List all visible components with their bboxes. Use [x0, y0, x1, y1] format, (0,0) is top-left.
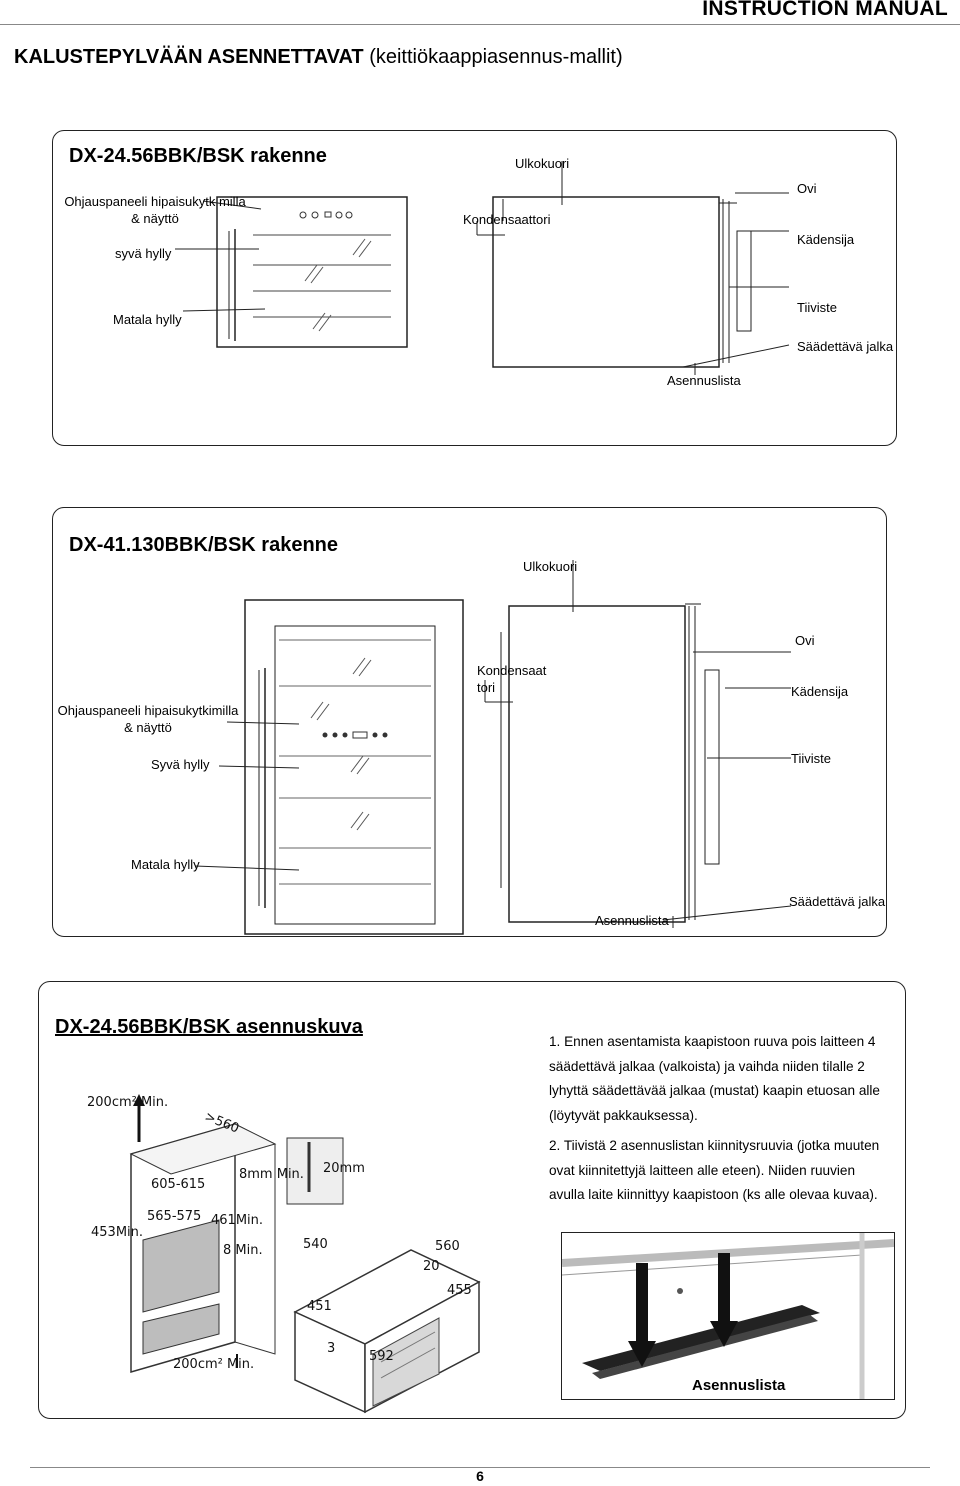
outer-shell-label: Ulkokuori: [523, 559, 578, 574]
outer-width-dimension: 605-615: [151, 1177, 205, 1192]
dimension-20: 20: [423, 1259, 440, 1274]
niche-height-dimension: 461Min.: [211, 1213, 263, 1228]
outer-shell-label: Ulkokuori: [515, 156, 570, 171]
mounting-strip-illustration: [562, 1233, 894, 1399]
installation-box: DX-24.56BBK/BSK asennuskuva 200cm² Min. …: [38, 981, 906, 1419]
low-shelf-label: Matala hylly: [113, 312, 182, 327]
dimension-3: 3: [327, 1341, 335, 1356]
page-heading-main: KALUSTEPYLVÄÄN ASENNETTAVAT: [14, 46, 364, 68]
side-gap-dimension: 8 Min.: [223, 1243, 263, 1258]
condenser-label: Kondensaattori: [463, 212, 551, 227]
deep-shelf-label: Syvä hylly: [151, 757, 210, 772]
handle-label: Kädensija: [797, 232, 855, 247]
page-heading-sub: (keittiökaappiasennus-mallit): [369, 46, 623, 68]
control-panel-label: Ohjauspaneeli hipaisukytk milla & näyttö: [64, 194, 246, 226]
mounting-strip-label: Asennuslista: [667, 373, 741, 388]
seal-label: Tiiviste: [791, 751, 831, 766]
dimension-451: 451: [307, 1299, 332, 1314]
structure-box-dx41: DX-41.130BBK/BSK rakenne: [52, 507, 887, 937]
strip-dimension: 20mm: [323, 1161, 365, 1176]
adjustable-foot-label: Säädettävä jalka: [789, 894, 886, 909]
door-label: Ovi: [797, 181, 817, 196]
seal-label: Tiiviste: [797, 300, 837, 315]
dimension-540: 540: [303, 1237, 328, 1252]
low-shelf-label: Matala hylly: [131, 857, 200, 872]
condenser-label: Kondensaat tori: [477, 663, 547, 695]
mounting-strip-photo: Asennuslista: [561, 1232, 895, 1400]
dimension-455: 455: [447, 1283, 472, 1298]
mounting-strip-label: Asennuslista: [595, 913, 669, 928]
dimension-560: 560: [435, 1239, 460, 1254]
door-label: Ovi: [795, 633, 815, 648]
vent-top-dimension: 200cm² Min.: [87, 1095, 168, 1110]
gap-dimension: 8mm Min.: [239, 1167, 304, 1182]
dimension-592: 592: [369, 1349, 394, 1364]
section-title: DX-41.130BBK/BSK rakenne: [69, 534, 338, 556]
installation-step-2: 2. Tiivistä 2 asennuslistan kiinnitysruu…: [549, 1138, 880, 1202]
page-heading: KALUSTEPYLVÄÄN ASENNETTAVAT (keittiökaap…: [14, 46, 623, 69]
fridge-front-diagram: [175, 161, 790, 375]
inner-width-dimension: 565-575: [147, 1209, 201, 1224]
control-panel-label: Ohjauspaneeli hipaisukytkimilla & näyttö: [57, 703, 239, 735]
installation-step-1: 1. Ennen asentamista kaapistoon ruuva po…: [549, 1034, 880, 1123]
fridge-large-diagram: [194, 560, 792, 935]
header-divider: [0, 24, 960, 25]
footer-divider: [30, 1467, 930, 1468]
vent-bottom-dimension: 200cm² Min.: [173, 1357, 254, 1372]
mounting-strip-caption: Asennuslista: [692, 1377, 786, 1394]
section-title: DX-24.56BBK/BSK asennuskuva: [55, 1016, 363, 1038]
adjustable-foot-label: Säädettävä jalka: [797, 339, 894, 354]
handle-label: Kädensija: [791, 684, 849, 699]
height-min-dimension: 453Min.: [91, 1225, 143, 1240]
deep-shelf-label: syvä hylly: [115, 246, 172, 261]
installation-dimensions-diagram: 200cm² Min. >560 605-615 565-575 8mm Min…: [87, 1094, 481, 1414]
manual-title: INSTRUCTION MANUAL: [702, 0, 948, 20]
page-number: 6: [476, 1468, 484, 1484]
section-title: DX-24.56BBK/BSK rakenne: [69, 145, 327, 167]
structure-box-dx24: DX-24.56BBK/BSK rakenne: [52, 130, 897, 446]
